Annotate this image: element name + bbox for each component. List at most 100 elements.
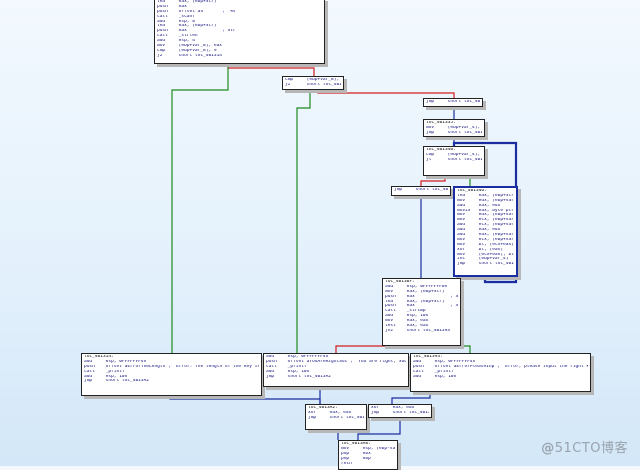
- code-line: push offset aErrorPleaseInp ; "Error, pl…: [413, 364, 588, 369]
- code-line: mov edx, [ebp+var_4]: [457, 198, 514, 203]
- code-line: add esp, 10h: [266, 369, 310, 374]
- code-line: loc_4013A8:: [341, 442, 371, 446]
- code-line: call _scanf: [157, 14, 195, 19]
- edge-b8-b11: [420, 345, 471, 353]
- code-line: xor eax, eax: [371, 406, 415, 410]
- code-line: lea eax, [ebp+Str]: [457, 193, 514, 198]
- code-line: mov bl, [ecx+eax]: [457, 242, 514, 247]
- code-line: mov [ebp+var_4], 0: [426, 125, 482, 130]
- code-line: mov edx, [ebp+var_4]: [457, 213, 514, 218]
- code-line: add esp, 0FFFFFFF0h: [385, 284, 448, 289]
- code-line: add esp, 4: [157, 39, 195, 44]
- code-line: add esp, 10h: [413, 374, 457, 379]
- code-line: loc_4013A2:: [308, 406, 338, 410]
- code-line: jmp short loc_4013A2: [84, 379, 150, 384]
- code-line: mov eax, eax: [385, 319, 429, 324]
- code-line: add eax, [ebp+var_4]: [457, 233, 514, 238]
- code-line: call _strcmp: [385, 309, 426, 314]
- code-line: loc_401340:: [426, 148, 456, 152]
- code-line: jmp short loc_40136F: [394, 188, 448, 192]
- code-line: mov esp, [ebp-var]: [341, 446, 395, 451]
- edge-b2-b3: [317, 89, 455, 98]
- code-line: push eax: [157, 4, 187, 9]
- code-line: inc [ebp+var_4]: [457, 257, 509, 262]
- code-line: jmp short loc_4013A8: [308, 415, 364, 420]
- code-block-b3[interactable]: jmp short loc_401335: [423, 98, 483, 107]
- edge-b5-b6: [420, 176, 446, 186]
- code-line: lea eax, [ebp+Str]: [157, 24, 217, 29]
- code-line: push offset aS ; "%s": [157, 9, 239, 14]
- code-line: call _printf: [413, 369, 454, 374]
- code-line: movzx eax, byte ptr [eax]: [457, 208, 514, 213]
- code-line: jz short loc_401314: [157, 53, 223, 58]
- code-line: lea eax, [ebp+Str]: [385, 299, 445, 304]
- code-line: cmp [ebp+var_4], 8: [426, 152, 482, 157]
- code-line: jl short loc_401346: [426, 157, 482, 162]
- watermark: @51CTO博客: [541, 437, 628, 456]
- code-line: xor bl, [eax]: [457, 247, 504, 252]
- code-block-b2[interactable]: cmp [ebp+var_8], 5hjz short loc_40132B: [282, 76, 344, 90]
- code-line: cmp [ebp+var_8], 5h: [285, 78, 340, 82]
- code-line: add esp, 0FFFFFFF4h: [413, 359, 476, 364]
- edge-b1-b9: [171, 64, 229, 353]
- code-line: loc_401393:: [413, 355, 443, 359]
- code-line: add esp, 0FFFFFFF4h: [266, 355, 329, 359]
- code-line: call _strlen: [157, 34, 198, 39]
- code-line: jmp short loc_4013A2: [266, 374, 332, 379]
- code-line: add eax, edx: [457, 228, 501, 233]
- edge-b13-b14: [357, 418, 401, 440]
- code-line: push offset aYouAreRightSuc ; "You are r…: [266, 359, 406, 364]
- code-line: pop ebx: [341, 451, 371, 456]
- edge-b2-b10: [296, 89, 311, 353]
- code-line: call _printf: [84, 369, 125, 374]
- code-line: retn: [341, 461, 352, 466]
- code-line: xor eax, eax: [308, 410, 352, 415]
- code-line: mov [ebp+var_8], eax: [157, 44, 223, 49]
- code-line: mov [ecx+eax], bl: [457, 252, 514, 257]
- code-line: mov eax, [ebp+Str]: [385, 289, 445, 294]
- code-line: jmp short loc_401340: [426, 130, 482, 135]
- code-line: call _printf: [266, 364, 307, 369]
- code-line: loc_401335:: [426, 121, 456, 125]
- edge-b11-b13: [391, 392, 431, 404]
- code-line: add esp, 0FFFFFFF4h: [84, 359, 147, 364]
- code-line: add esp, 8: [157, 19, 195, 24]
- code-line: cmp [ebp+var_8], 9: [157, 48, 217, 53]
- code-line: jmp short loc_4013A8: [371, 410, 429, 415]
- code-line: push eax ; Str: [157, 29, 236, 34]
- code-line: jnz short loc_401393: [385, 328, 451, 333]
- code-line: test eax, eax: [385, 324, 429, 329]
- code-line: lea eax, [ebp+Str]: [157, 0, 217, 4]
- code-block-b6[interactable]: jmp short loc_40136F: [391, 186, 451, 196]
- code-line: mov ecx, [ebp+var_4]: [457, 237, 514, 242]
- code-line: add ecx, [ebp+var_4]: [457, 223, 514, 228]
- code-line: add eax, edx: [457, 203, 501, 208]
- edge-b1-b2: [227, 64, 315, 76]
- code-line: add esp, 10h: [84, 374, 128, 379]
- code-line: loc_401346:: [457, 189, 487, 193]
- code-line: add esp, 10h: [385, 314, 429, 319]
- code-line: jmp short loc_401340: [457, 262, 514, 267]
- code-block-b7[interactable]: loc_401346:lea eax, [ebp+Str]mov edx, [e…: [453, 186, 518, 277]
- code-line: push eax ; Str1: [385, 304, 458, 309]
- code-line: loc_401314:: [84, 355, 114, 359]
- code-line: pop ebp: [341, 456, 371, 461]
- code-line: jmp short loc_401335: [426, 100, 480, 104]
- code-line: loc_40136F:: [385, 280, 415, 284]
- code-line: push offset aErrorTheLength ; "Error: Th…: [84, 364, 259, 369]
- code-line: push eax ; Str2: [385, 294, 458, 299]
- watermark-at: @: [541, 441, 555, 456]
- watermark-text: 51CTO博客: [554, 441, 628, 456]
- edge-b8-b10: [335, 345, 408, 353]
